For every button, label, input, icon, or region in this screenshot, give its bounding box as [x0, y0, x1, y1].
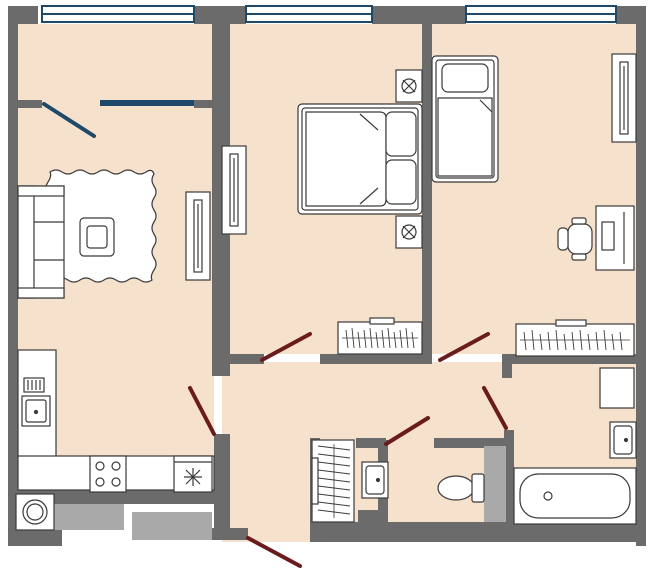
dishwasher-icon [23, 377, 45, 393]
sink-icon [609, 421, 637, 459]
toilet-room-fixtures [361, 461, 485, 503]
bed-single-icon [431, 55, 499, 183]
boiler-icon [15, 493, 55, 531]
office-chair-icon [557, 217, 593, 261]
shaft-left [484, 446, 506, 522]
sink-icon [21, 395, 51, 427]
wall-toilet-top-right [434, 438, 506, 448]
sofa-icon [17, 185, 65, 299]
hallway-furniture [311, 439, 355, 523]
door-swing-icon [42, 102, 96, 138]
outer-wall-left [8, 6, 18, 496]
outer-wall-bottom-right [310, 522, 646, 542]
wardrobe-icon [337, 317, 423, 355]
wall-bedroom1-hall-right [320, 354, 432, 364]
stove-icon [89, 455, 127, 493]
wall-living-inner-left [18, 100, 42, 108]
bathtub-icon [513, 467, 637, 525]
shaft-bottom-left [132, 512, 212, 540]
wall-bedroom2-hall-right [502, 354, 636, 364]
door-swing-icon [438, 332, 490, 362]
wall-toilet-top-left [356, 438, 386, 448]
kitchen [15, 349, 215, 531]
fridge-icon [173, 455, 213, 493]
wall-bathroom-left [502, 362, 512, 378]
door-swing-icon [260, 332, 312, 362]
wall-bedroom1-bedroom2 [422, 6, 432, 364]
coffee-table-icon [79, 217, 115, 257]
washing-machine-icon [599, 367, 635, 409]
wall-living-hall-lower [214, 434, 230, 540]
doors [42, 102, 508, 568]
outer-wall-right [636, 6, 646, 546]
windows [41, 5, 617, 106]
shaft-bottom-kitchen [52, 504, 124, 530]
desk-icon [595, 205, 635, 271]
window-icon [245, 5, 373, 23]
door-swing-icon [188, 386, 216, 436]
wall-living-bedroom1 [212, 6, 230, 376]
wall-living-inner-right [194, 100, 214, 108]
window-icon [100, 100, 194, 106]
door-swing-icon [384, 416, 430, 446]
living-room-furniture [17, 169, 211, 299]
door-swing-icon [482, 386, 508, 430]
tv-unit-icon [185, 191, 211, 281]
wardrobe-icon [515, 319, 635, 357]
outer-wall-bottom-kitchen [52, 490, 224, 504]
nightstand-lamp-icon [395, 69, 423, 103]
bedroom-1-furniture [221, 69, 423, 355]
window-icon [41, 5, 195, 23]
tv-unit-icon [611, 53, 637, 143]
nightstand-lamp-icon [395, 215, 423, 249]
window-icon [465, 5, 617, 23]
outer-wall-top-mid2 [372, 6, 466, 24]
toilet-icon [437, 473, 485, 503]
wall-stub-hall [358, 510, 380, 538]
bed-double-icon [297, 103, 423, 215]
bedroom-2-furniture [431, 53, 637, 357]
bathroom-fixtures [513, 367, 637, 525]
wardrobe-icon [311, 439, 355, 523]
door-swing-icon [246, 536, 302, 568]
wall-bathroom-divider [504, 430, 514, 530]
sink-icon [361, 461, 389, 499]
wall-bedroom1-hall-left [222, 354, 264, 364]
tv-unit-icon [221, 145, 247, 235]
